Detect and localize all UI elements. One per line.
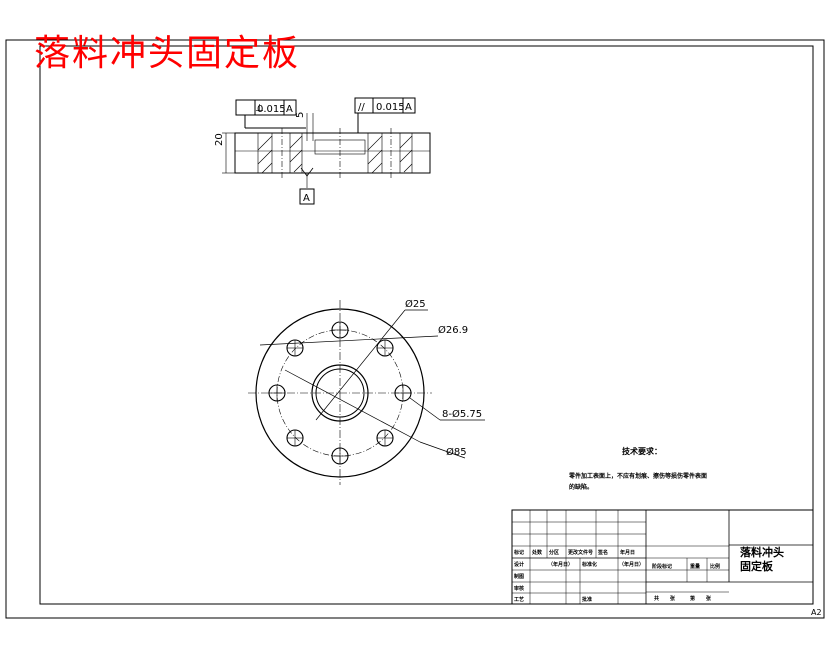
sign-date-2: （年月日） (619, 561, 644, 568)
section-view (222, 97, 431, 205)
sign-standardization: 标准化 (581, 561, 597, 568)
rev-header-mark: 标记 (513, 549, 524, 556)
callout-bore: Ø25 (405, 298, 426, 310)
outer-border (5, 39, 825, 619)
recess-dim: 5 (295, 112, 306, 118)
datum-label: A (303, 193, 310, 204)
rev-header-date: 年月日 (620, 549, 635, 556)
inner-border (39, 45, 814, 605)
row-drafting: 制图 (514, 573, 524, 580)
part-name-line-1: 落料冲头 (740, 545, 784, 559)
callout-outer-diameter: Ø85 (446, 446, 467, 458)
callout-pin-holes: 8-Ø5.75 (442, 408, 482, 420)
rev-header-zone: 分区 (549, 549, 559, 556)
rev-header-count: 处数 (531, 549, 543, 556)
scale-header: 比例 (710, 563, 720, 570)
notes-line-2: 的缺陷。 (569, 483, 593, 491)
notes-heading: 技术要求： (622, 446, 662, 456)
para-tolerance: 0.015 (376, 102, 405, 113)
title-block (511, 509, 814, 605)
row-design: 设计 (514, 561, 524, 568)
sheet-index-prefix: 第 (690, 595, 695, 602)
rev-header-doc: 更改文件号 (568, 549, 593, 556)
rev-header-sign: 签名 (597, 549, 608, 556)
thickness-dim: 20 (214, 133, 225, 146)
para-datum: A (405, 102, 412, 113)
sheet-total-suffix: 张 (670, 595, 676, 602)
drawing-title: 落料冲头固定板 (34, 33, 301, 74)
para-symbol: // (358, 102, 365, 113)
sheet-size-label: A2 (811, 608, 822, 617)
approve-label: 批准 (582, 596, 592, 603)
weight-header: 重量 (690, 563, 700, 570)
stage-mark-header: 阶段标记 (652, 563, 672, 570)
callout-counterbore: Ø26.9 (438, 324, 468, 336)
plan-view (248, 300, 485, 485)
perp-tolerance: 0.015 (257, 104, 286, 115)
sheet-total-prefix: 共 (654, 595, 659, 602)
sheet-index-suffix: 张 (706, 595, 712, 602)
part-name-line-2: 固定板 (740, 559, 774, 573)
row-process: 工艺 (514, 596, 524, 603)
section-hatch (257, 128, 413, 178)
sign-date-1: （年月日） (548, 561, 573, 568)
perp-datum: A (286, 104, 293, 115)
notes-line-1: 零件加工表面上，不应有划痕、擦伤等损伤零件表面 (568, 472, 707, 480)
perp-symbol: ⊥ (255, 103, 264, 114)
row-review: 审核 (514, 585, 524, 592)
